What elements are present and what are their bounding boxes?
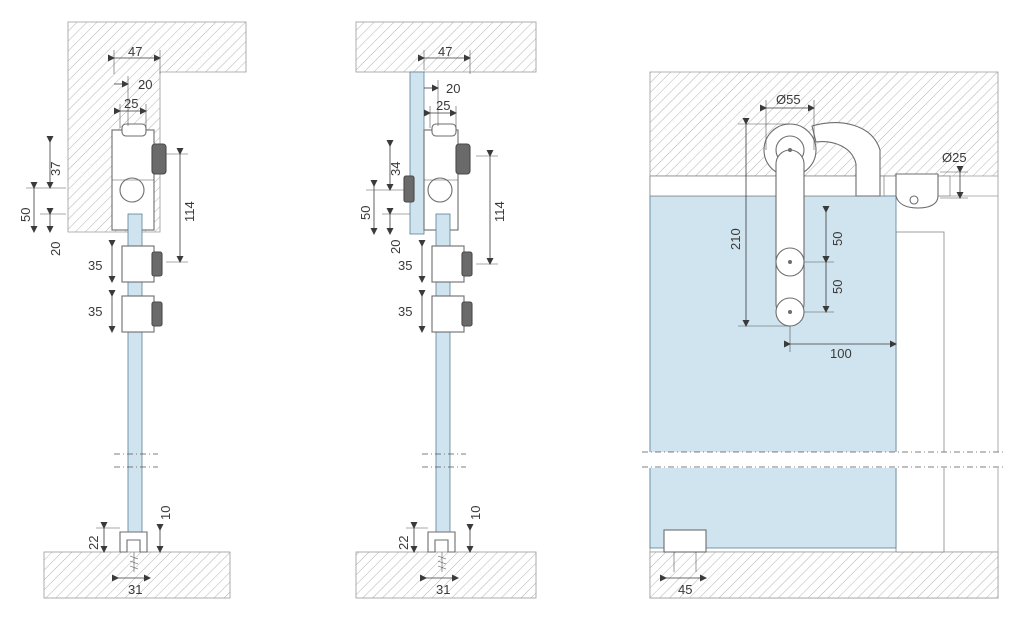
dim-front-45: 45 <box>678 582 692 597</box>
dim-a-7: 114 <box>182 201 197 222</box>
ceiling-hatch-b <box>355 21 537 73</box>
dim-b-1: 47 <box>438 44 452 59</box>
dim-b-11: 10 <box>468 506 483 520</box>
dim-front-diameter-25: Ø25 <box>942 150 967 165</box>
dim-b-12: 31 <box>436 582 450 597</box>
dim-a-1: 47 <box>128 44 142 59</box>
dim-front-50-upper: 50 <box>830 232 845 246</box>
dim-front-50-lower: 50 <box>830 280 845 294</box>
dim-a-9: 35 <box>88 304 102 319</box>
dim-b-2: 20 <box>446 81 460 96</box>
dim-a-12: 31 <box>128 582 142 597</box>
dim-a-6: 20 <box>48 242 63 256</box>
dim-b-5: 50 <box>358 206 373 220</box>
dim-a-3: 25 <box>124 96 138 111</box>
dim-b-3: 25 <box>436 98 450 113</box>
dim-b-9: 35 <box>398 304 412 319</box>
dim-front-diameter-55: Ø55 <box>776 92 801 107</box>
dim-front-210: 210 <box>728 228 743 250</box>
dim-a-5: 50 <box>18 208 33 222</box>
dim-a-2: 20 <box>138 77 152 92</box>
glass-door-panel <box>649 195 897 549</box>
dim-b-7: 114 <box>492 201 507 222</box>
dim-b-10: 22 <box>396 536 411 550</box>
section-a-drawing: 47 20 25 37 50 20 114 35 35 22 10 31 <box>18 21 247 599</box>
dim-b-6: 20 <box>388 240 403 254</box>
ceiling-hatch-a <box>67 21 247 233</box>
dim-b-4: 34 <box>388 162 403 176</box>
dim-front-100: 100 <box>830 346 852 361</box>
dim-b-8: 35 <box>398 258 412 273</box>
dim-a-4: 37 <box>48 162 63 176</box>
dim-a-11: 10 <box>158 506 173 520</box>
dim-a-10: 22 <box>86 536 101 550</box>
section-b-drawing: 47 20 25 34 50 20 114 35 35 22 10 31 <box>355 21 537 599</box>
front-view-drawing: Ø55 Ø25 210 50 50 100 45 <box>642 71 1006 599</box>
dim-a-8: 35 <box>88 258 102 273</box>
